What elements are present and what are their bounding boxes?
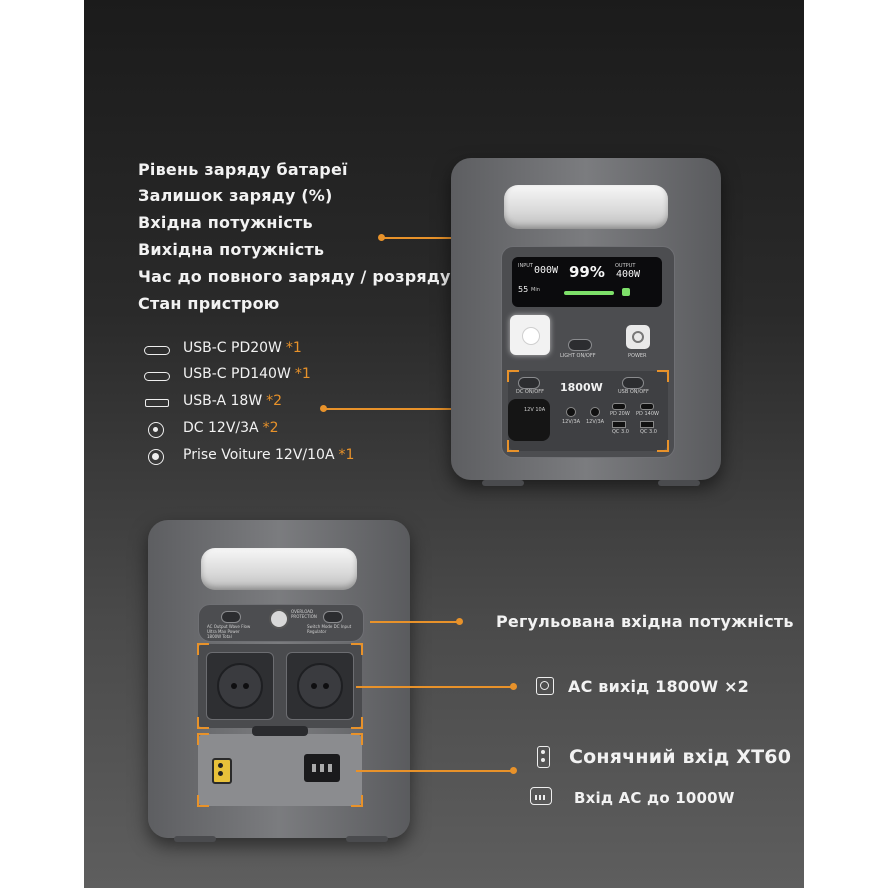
ac-input-icon	[530, 787, 552, 805]
front-foot-left	[482, 480, 524, 486]
ac-input-port[interactable]	[304, 754, 340, 782]
usb-c-icon	[144, 372, 170, 381]
ac-outlet-panel	[197, 643, 363, 729]
usb-a-port-2[interactable]	[640, 421, 654, 428]
display-screen: INPUT 000W 99% OUTPUT 400W 55 Min	[512, 257, 662, 307]
ac-output-switch[interactable]	[221, 611, 241, 623]
screen-output-label: OUTPUT	[615, 263, 636, 269]
power-button-label: POWER	[628, 353, 647, 359]
usb-c-port-2-label: PD 140W	[636, 411, 659, 417]
ac-outlet-icon	[536, 677, 554, 695]
port-usb-a: USB-A 18W*2	[183, 393, 283, 409]
feature-charge-time: Час до повного заряду / розряду	[138, 267, 451, 286]
feature-input-power: Вхідна потужність	[138, 213, 313, 232]
power-button[interactable]	[626, 325, 650, 349]
feature-remaining-charge: Залишок заряду (%)	[138, 186, 333, 205]
back-foot-right	[346, 836, 388, 842]
screen-input-value: 000W	[534, 265, 559, 276]
leader-line-screen	[384, 237, 506, 239]
light-toggle-button[interactable]	[568, 339, 592, 351]
dc-port-2[interactable]	[590, 407, 600, 417]
usb-c-port-1[interactable]	[612, 403, 626, 410]
callout-solar-input: Сонячний вхід XT60	[569, 746, 792, 768]
usb-toggle-button[interactable]	[622, 377, 644, 389]
battery-bar	[564, 291, 614, 295]
usb-a-port-1[interactable]	[612, 421, 626, 428]
dc-port-icon	[148, 422, 164, 438]
led-light-icon	[510, 315, 550, 355]
light-button-label: LIGHT ON/OFF	[560, 353, 596, 359]
front-handle	[504, 185, 668, 229]
status-icon	[622, 288, 630, 296]
usb-c-port-1-label: PD 20W	[610, 411, 630, 417]
car-socket-icon	[148, 449, 164, 465]
port-usb-c-20w: USB-C PD20W*1	[183, 340, 302, 356]
ac-socket-2[interactable]	[286, 652, 354, 720]
callout-adjustable-input: Регульована вхідна потужність	[496, 612, 794, 631]
power-icon	[632, 331, 644, 343]
callout-ac-input: Вхід AC до 1000W	[574, 789, 735, 807]
input-regulator-label: Switch Mode DC Input Regulator	[307, 624, 352, 634]
leader-dot-solar	[510, 767, 517, 774]
back-foot-left	[174, 836, 216, 842]
input-cover-hinge	[252, 726, 308, 736]
screen-output-value: 400W	[616, 269, 641, 280]
car-socket-label: 12V 10A	[524, 407, 546, 413]
leader-line-solar	[356, 770, 512, 772]
dc-toggle-button[interactable]	[518, 377, 540, 389]
feature-device-status: Стан пристрою	[138, 294, 280, 313]
dc-port-2-label: 12V/3A	[586, 419, 605, 425]
back-input-panel	[197, 726, 363, 807]
feature-battery-level: Рівень заряду батареї	[138, 160, 348, 179]
port-usb-c-140w: USB-C PD140W*1	[183, 366, 311, 382]
callout-ac-output: AC вихід 1800W ×2	[568, 677, 750, 696]
dc-port-1[interactable]	[566, 407, 576, 417]
ac-output-switch-label: AC Output Wave Flow Ultra Max Power 1800…	[207, 624, 251, 639]
dc-button-label: DC ON/OFF	[516, 389, 544, 395]
usb-c-icon	[144, 346, 170, 355]
leader-dot-ac-output	[510, 683, 517, 690]
usb-button-label: USB ON/OFF	[618, 389, 649, 395]
leader-line-ac-output	[356, 686, 512, 688]
solar-xt60-icon	[537, 746, 550, 768]
screen-time-unit: Min	[531, 287, 540, 293]
front-device: INPUT 000W 99% OUTPUT 400W 55 Min LIGHT …	[451, 158, 721, 480]
screen-time-value: 55	[518, 285, 529, 294]
screen-input-label: INPUT	[518, 263, 533, 269]
screen-percent: 99%	[569, 263, 605, 281]
front-foot-right	[658, 480, 700, 486]
leader-line-ports	[326, 408, 514, 410]
xt60-port[interactable]	[212, 758, 232, 784]
usb-a-port-2-label: QC 3.0	[640, 429, 657, 435]
front-port-panel: DC ON/OFF 1800W USB ON/OFF 12V 10A 12V/3…	[507, 370, 669, 452]
input-regulator-switch[interactable]	[323, 611, 343, 623]
back-handle	[201, 548, 357, 590]
leader-dot-ports	[320, 405, 327, 412]
front-control-panel: INPUT 000W 99% OUTPUT 400W 55 Min LIGHT …	[501, 246, 675, 458]
back-switch-strip: AC Output Wave Flow Ultra Max Power 1800…	[198, 604, 364, 642]
leader-dot-screen	[378, 234, 385, 241]
dc-port-1-label: 12V/3A	[562, 419, 581, 425]
port-car-socket: Prise Voiture 12V/10A*1	[183, 447, 355, 463]
overload-reset-button[interactable]	[269, 609, 289, 629]
capacity-label: 1800W	[560, 381, 603, 394]
back-device: AC Output Wave Flow Ultra Max Power 1800…	[148, 520, 410, 838]
overload-label: OVERLOAD PROTECTION	[291, 609, 317, 619]
port-dc: DC 12V/3A*2	[183, 420, 279, 436]
car-socket[interactable]: 12V 10A	[508, 399, 550, 441]
usb-c-port-2[interactable]	[640, 403, 654, 410]
feature-output-power: Вихідна потужність	[138, 240, 325, 259]
leader-dot-adjustable	[456, 618, 463, 625]
usb-a-port-1-label: QC 3.0	[612, 429, 629, 435]
leader-line-adjustable	[370, 621, 458, 623]
background-panel: Рівень заряду батареї Залишок заряду (%)…	[84, 0, 804, 888]
ac-socket-1[interactable]	[206, 652, 274, 720]
usb-a-icon	[145, 399, 169, 407]
